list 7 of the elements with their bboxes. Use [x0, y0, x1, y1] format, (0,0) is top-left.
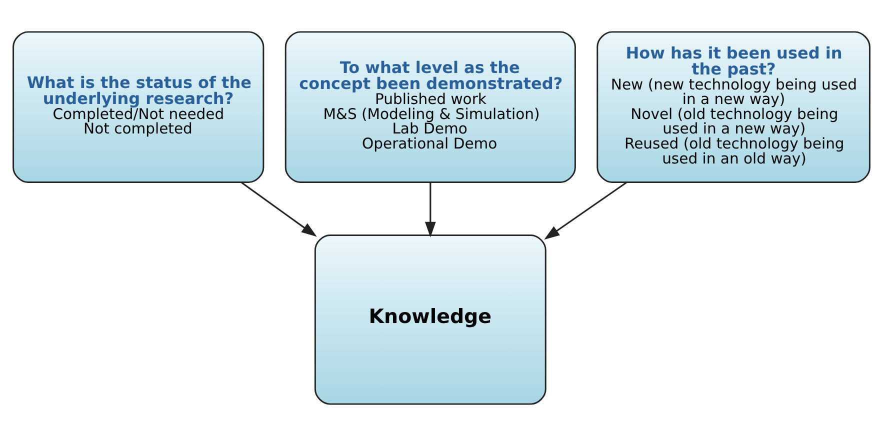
arrow [240, 182, 317, 237]
node-box: How has it been used in the past? New (new technology being used in a new way) Novel (old technology being used in a new way) Reused (old technology being used in an old way) [596, 31, 870, 183]
node-box: What is the status of the underlying research? Completed/Not needed Not completed [12, 31, 264, 183]
node-box: To what level as the concept been demonstrated? Published work M&S (Modeling & Simulation) Lab Demo Operational Demo [284, 31, 576, 183]
node-box: Knowledge [314, 234, 546, 405]
arrow [544, 182, 628, 240]
arrow [424, 182, 436, 238]
